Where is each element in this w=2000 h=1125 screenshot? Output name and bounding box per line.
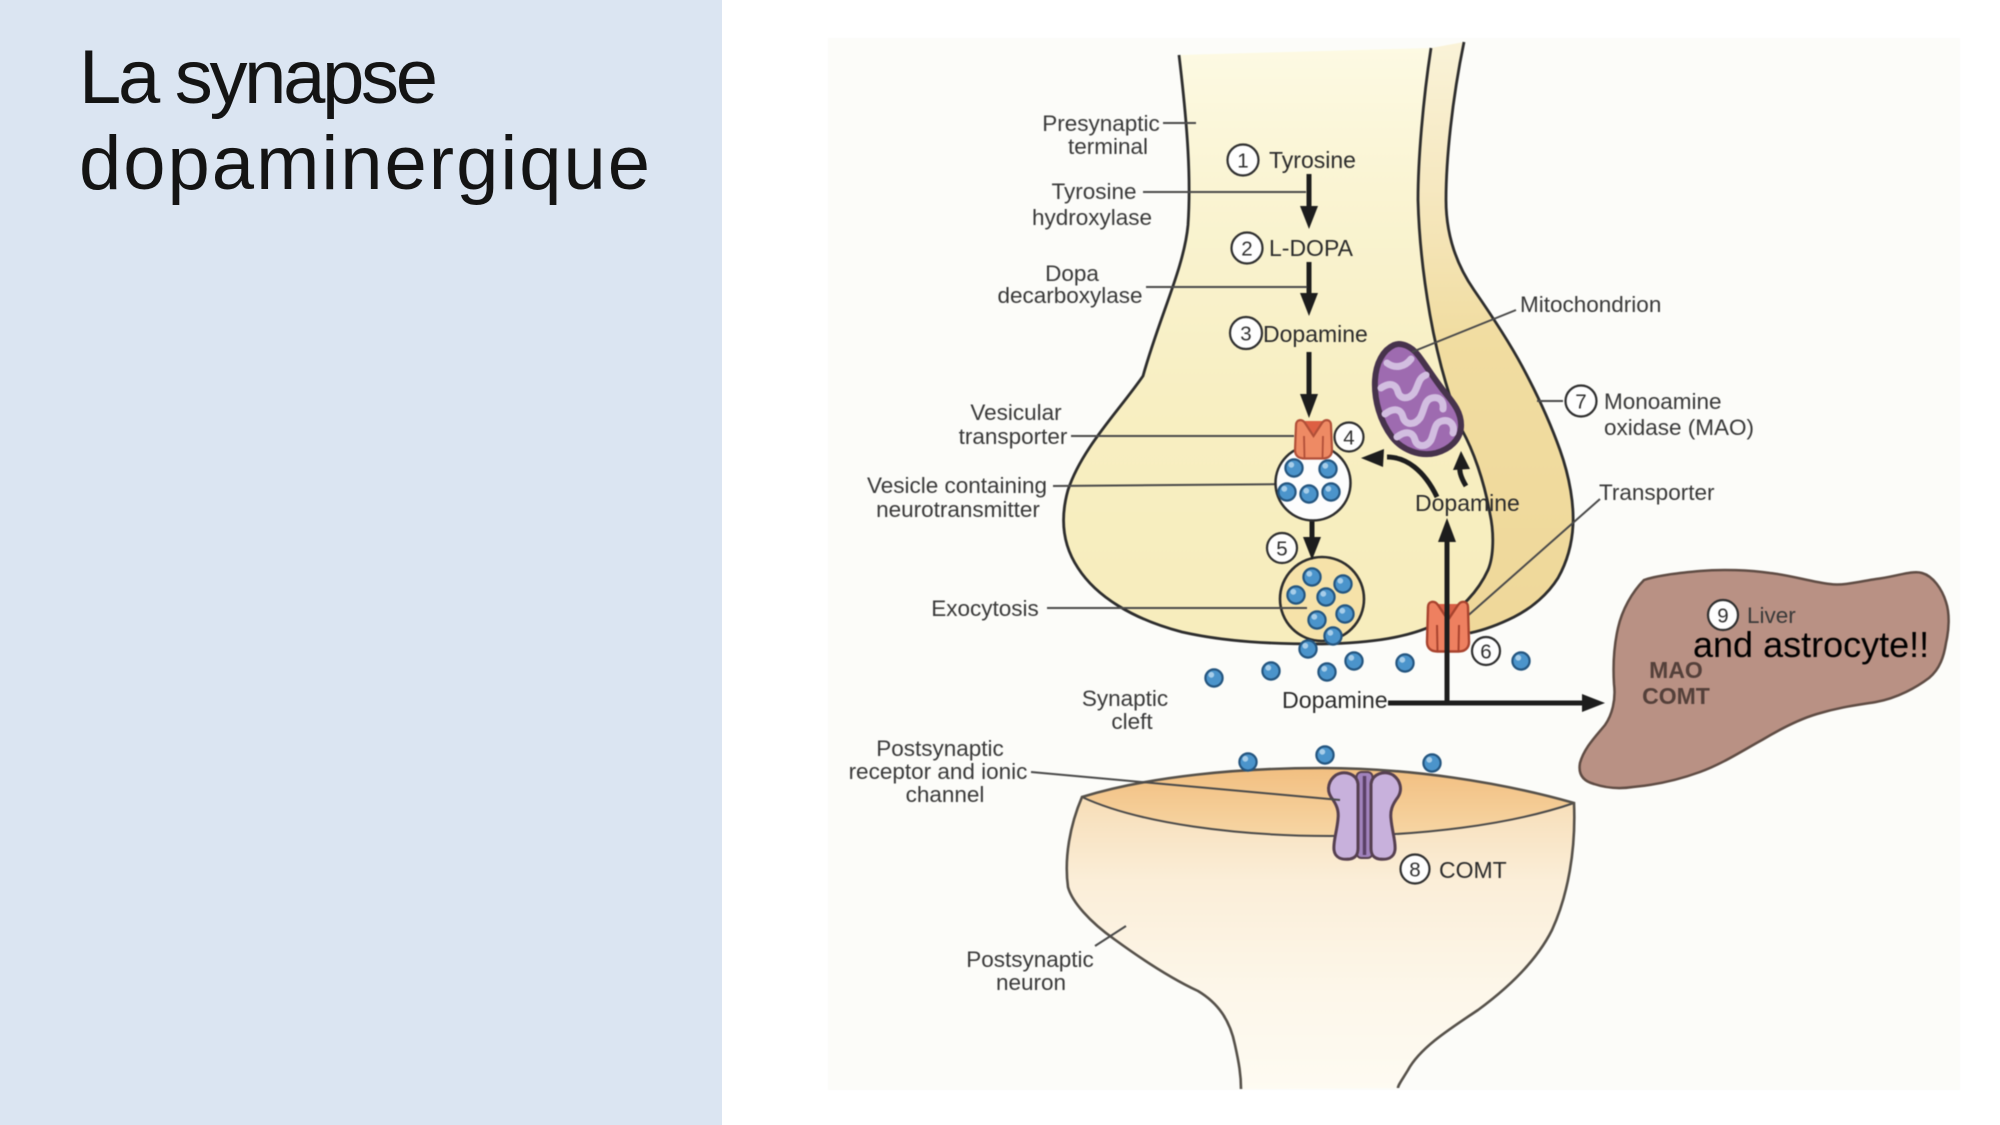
svg-text:and astrocyte!!: and astrocyte!! [1693,624,1929,665]
svg-text:Synaptic: Synaptic [1082,686,1168,711]
svg-text:oxidase (MAO): oxidase (MAO) [1604,415,1754,440]
svg-text:Vesicle containing: Vesicle containing [867,473,1047,498]
svg-text:Dopamine: Dopamine [1415,490,1520,516]
svg-text:8: 8 [1409,859,1420,882]
svg-text:L-DOPA: L-DOPA [1269,235,1354,261]
svg-text:9: 9 [1717,605,1728,628]
svg-text:Postsynaptic: Postsynaptic [966,947,1094,972]
svg-text:2: 2 [1241,238,1252,261]
svg-text:cleft: cleft [1111,709,1153,734]
svg-text:COMT: COMT [1642,683,1710,709]
svg-text:1: 1 [1237,150,1248,173]
svg-text:Dopamine: Dopamine [1282,687,1388,713]
svg-text:Exocytosis: Exocytosis [931,596,1039,621]
svg-text:Presynaptic: Presynaptic [1042,111,1160,136]
svg-text:Vesicular: Vesicular [970,400,1062,425]
svg-text:COMT: COMT [1439,857,1507,883]
svg-text:5: 5 [1276,538,1287,561]
svg-text:4: 4 [1343,427,1354,450]
svg-text:Monoamine: Monoamine [1604,389,1722,414]
svg-text:3: 3 [1240,323,1251,346]
svg-text:Postsynaptic: Postsynaptic [876,736,1004,761]
svg-text:terminal: terminal [1068,134,1148,159]
svg-text:neuron: neuron [996,970,1066,995]
svg-text:7: 7 [1575,391,1586,414]
svg-text:Mitochondrion: Mitochondrion [1520,292,1661,317]
svg-text:Tyrosine: Tyrosine [1051,179,1136,204]
svg-text:hydroxylase: hydroxylase [1032,205,1152,230]
svg-text:Dopa: Dopa [1045,261,1099,286]
svg-text:decarboxylase: decarboxylase [997,283,1142,308]
svg-text:Tyrosine: Tyrosine [1269,147,1356,173]
svg-text:transporter: transporter [959,424,1068,449]
svg-text:channel: channel [906,782,985,807]
svg-text:6: 6 [1480,641,1491,664]
svg-text:Liver: Liver [1747,603,1796,628]
svg-text:receptor and ionic: receptor and ionic [849,759,1028,784]
svg-text:MAO: MAO [1649,657,1703,683]
svg-text:Transporter: Transporter [1599,480,1715,505]
svg-text:neurotransmitter: neurotransmitter [876,497,1040,522]
svg-text:Dopamine: Dopamine [1263,321,1368,347]
